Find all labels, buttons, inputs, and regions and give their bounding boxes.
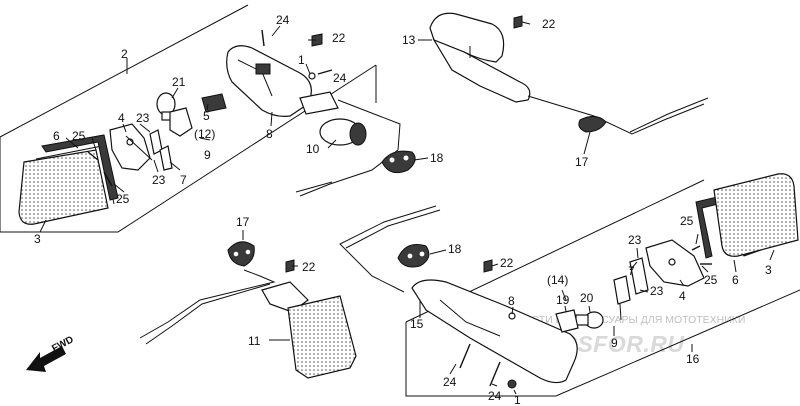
rear-left-leaders (242, 230, 298, 341)
callout-8: 8 (266, 127, 273, 141)
front-left-socket (169, 107, 193, 137)
front-left-nut-22 (311, 33, 323, 47)
front-left-terminal-7 (159, 145, 173, 171)
callout-13: 13 (402, 33, 416, 47)
front-left-lens (18, 145, 115, 225)
callout-24: 24 (488, 389, 502, 403)
front-left-screw-25 (87, 151, 99, 161)
front-right-bushing (578, 116, 607, 133)
front-left-grommet (201, 93, 227, 113)
forward-direction-indicator: FWD (26, 334, 76, 372)
callout-10: 10 (306, 142, 320, 156)
rear-right-leaders (419, 233, 775, 395)
callout-6: 6 (53, 129, 60, 143)
rear-right-terminal-7 (613, 275, 631, 305)
callout-22: 22 (302, 260, 316, 274)
callout-25: 25 (704, 273, 718, 287)
callout-4: 4 (118, 111, 125, 125)
front-left-rubber-mount (319, 118, 367, 146)
rear-right-turn-signal-assembly: 18 22 (14) 19 20 8 15 25 23 7 23 4 25 6 … (339, 173, 800, 406)
callout-9: 9 (611, 336, 618, 350)
rear-right-lens (713, 173, 799, 257)
callout-3: 3 (765, 263, 772, 277)
rear-right-washer-1 (507, 379, 517, 389)
callout-20: 20 (580, 291, 594, 305)
callout-23: 23 (152, 173, 166, 187)
callout-7: 7 (180, 173, 187, 187)
callout-24: 24 (276, 13, 290, 27)
callout-3: 3 (34, 232, 41, 246)
rear-right-socket (555, 309, 579, 333)
rear-right-nut-22 (483, 259, 493, 273)
callout-9: 9 (204, 148, 211, 162)
rear-right-screw-24b (489, 361, 501, 387)
callout-8: 8 (508, 294, 515, 308)
rear-left-lens (261, 281, 357, 379)
front-right-turn-signal: 13 22 17 (402, 12, 709, 169)
front-left-screw-24b (317, 69, 333, 75)
front-right-housing (429, 12, 531, 103)
rear-right-housing (411, 279, 578, 384)
rear-right-wire (339, 205, 437, 293)
callout-22: 22 (500, 256, 514, 270)
rear-right-screw-25 (691, 245, 701, 251)
callout-11: 11 (248, 334, 261, 348)
rear-right-bushing (397, 244, 430, 268)
front-left-leaders (39, 25, 429, 233)
callout-17: 17 (575, 155, 589, 169)
callout-7: 7 (628, 264, 635, 278)
front-left-turn-signal-assembly: 2 24 22 1 24 21 4 23 6 25 5 (12) 9 8 10 … (0, 4, 444, 246)
callout-23: 23 (650, 284, 664, 298)
callout-1: 1 (514, 393, 521, 406)
callout-24: 24 (443, 375, 457, 389)
callout-25: 25 (116, 192, 130, 206)
callout-19: 19 (556, 293, 570, 307)
callout-5: 5 (203, 109, 210, 123)
callout-25: 25 (72, 129, 86, 143)
front-left-housing (226, 45, 312, 117)
front-left-screw-24 (261, 29, 265, 47)
front-left-group-outline (0, 4, 377, 233)
front-left-gasket (41, 134, 119, 201)
callout-4: 4 (679, 289, 686, 303)
front-right-wire (527, 95, 705, 135)
callout-22: 22 (542, 17, 556, 31)
front-right-nut-22 (513, 15, 523, 29)
callout-25: 25 (680, 214, 694, 228)
callout-18: 18 (430, 151, 444, 165)
front-left-screw-25b (103, 171, 113, 187)
callout-22: 22 (332, 31, 346, 45)
callout-1: 1 (298, 53, 305, 67)
front-left-stem (299, 91, 339, 115)
callout-12: (12) (194, 127, 215, 141)
callout-23: 23 (628, 233, 642, 247)
front-left-washer-1 (308, 72, 316, 80)
forward-arrow-icon (26, 346, 66, 372)
callout-14: (14) (547, 273, 568, 287)
callout-24: 24 (333, 71, 347, 85)
callout-6: 6 (732, 273, 739, 287)
callout-21: 21 (172, 75, 186, 89)
front-right-leaders (418, 21, 591, 155)
front-left-bushing (381, 150, 416, 174)
callout-23: 23 (136, 111, 150, 125)
front-left-reflector-plate (109, 123, 151, 171)
rear-right-screw-24 (459, 343, 471, 369)
rear-left-nut-22 (285, 259, 295, 273)
callout-2: 2 (121, 47, 128, 61)
rear-left-wire (139, 269, 276, 339)
rear-right-group-outline (405, 289, 800, 397)
callout-15: 15 (410, 317, 424, 331)
rear-left-turn-signal: 17 22 11 (139, 215, 357, 379)
callout-18: 18 (448, 242, 462, 256)
callout-16: 16 (686, 352, 700, 366)
rear-right-terminal-23 (629, 257, 649, 295)
rear-left-bushing (227, 241, 255, 267)
callout-17: 17 (236, 215, 250, 229)
front-left-bulb (156, 92, 176, 121)
